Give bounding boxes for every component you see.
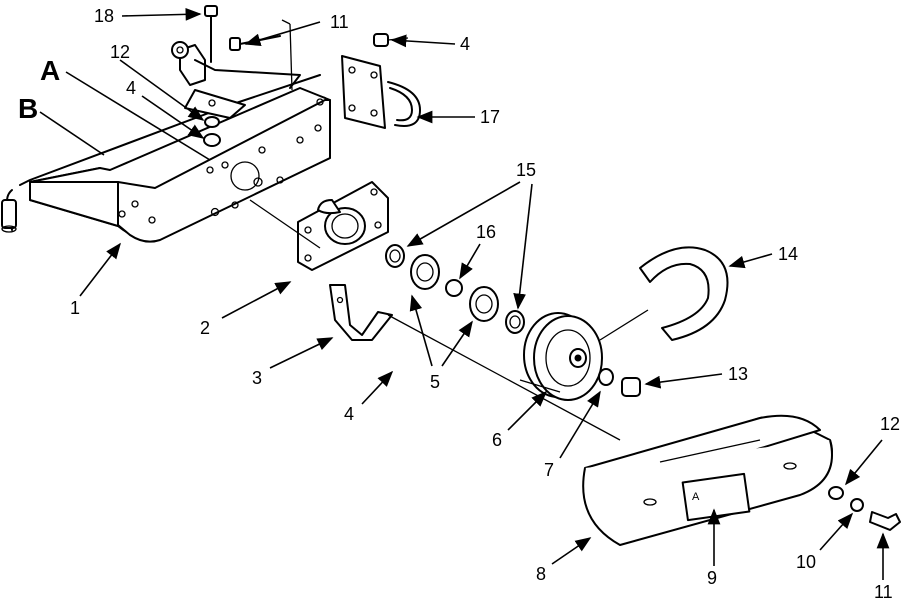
bearing-stack <box>385 244 525 334</box>
callout-2: 2 <box>200 318 210 338</box>
callout-4-top: 4 <box>460 34 470 54</box>
bearing-plate <box>297 181 389 271</box>
callout-12-top: 12 <box>110 42 130 62</box>
leader-lines <box>39 7 890 580</box>
callout-5: 5 <box>430 372 440 392</box>
letter-b-label: B <box>18 93 38 124</box>
plate-u-bolt <box>341 33 421 129</box>
callout-18: 18 <box>94 6 114 26</box>
callout-14: 14 <box>778 244 798 264</box>
callout-9: 9 <box>707 568 717 588</box>
callout-12-bot: 12 <box>880 414 900 434</box>
callout-4-bot: 4 <box>344 404 354 424</box>
alignment-lines <box>249 199 649 441</box>
callout-8: 8 <box>536 564 546 584</box>
letter-a-label: A <box>40 55 60 86</box>
callout-3: 3 <box>252 368 262 388</box>
callout-11-bot: 11 <box>874 582 893 602</box>
decal-warning-symbol: A <box>692 491 700 503</box>
callout-16: 16 <box>476 222 496 242</box>
callout-13: 13 <box>728 364 748 384</box>
bracket <box>329 284 393 341</box>
callout-10: 10 <box>796 552 816 572</box>
callout-11-top: 11 <box>330 12 349 32</box>
pulley <box>519 312 641 401</box>
callout-1: 1 <box>70 298 80 318</box>
callout-6: 6 <box>492 430 502 450</box>
main-housing <box>1 74 331 243</box>
belt <box>639 246 729 341</box>
callout-7: 7 <box>544 460 554 480</box>
bottom-hardware <box>828 486 901 531</box>
callout-15: 15 <box>516 160 536 180</box>
callout-4-mid: 4 <box>126 78 136 98</box>
callout-17: 17 <box>480 107 500 127</box>
belt-cover <box>582 414 833 546</box>
